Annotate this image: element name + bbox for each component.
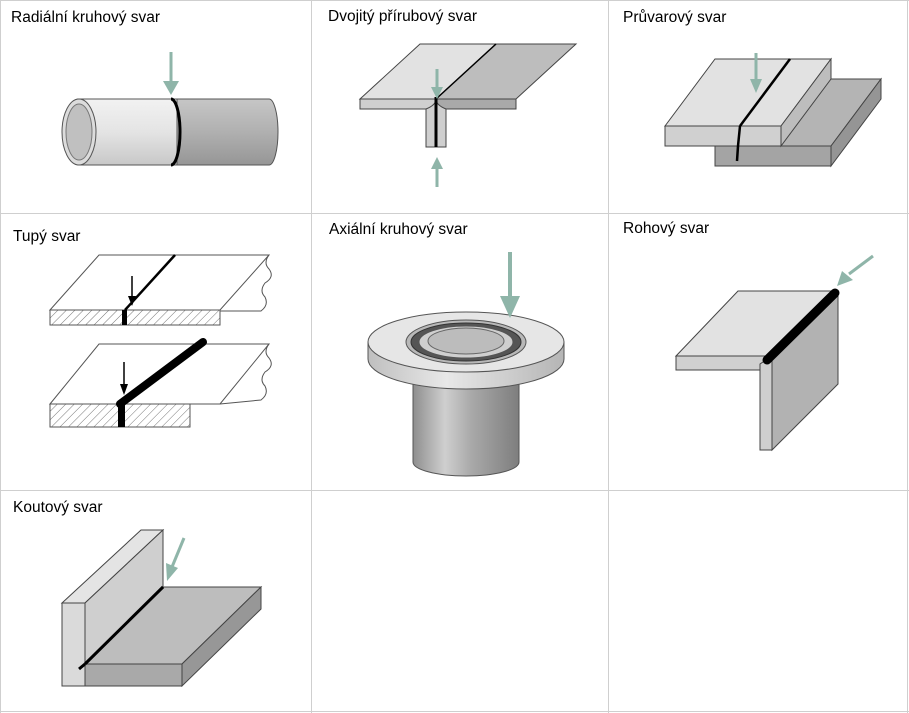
cell-axial-circular-weld: Axiální kruhový svar (312, 214, 608, 490)
cell-fillet-weld: Koutový svar (1, 491, 311, 711)
table-row-divider-2 (0, 490, 909, 491)
butt-weld-icon (48, 254, 272, 428)
table-col-divider-1 (311, 0, 312, 713)
table-border-left (0, 0, 1, 713)
corner-weld-icon (674, 254, 874, 452)
table-col-divider-2 (608, 0, 609, 713)
cell-title: Radiální kruhový svar (11, 9, 161, 26)
cell-double-flange-weld: Dvojitý přírubový svar (312, 1, 608, 213)
cell-title: Dvojitý přírubový svar (328, 8, 478, 25)
table-border-top (0, 0, 909, 1)
cell-title: Tupý svar (13, 228, 81, 245)
cell-butt-weld: Tupý svar (1, 214, 311, 490)
cell-title: Axiální kruhový svar (329, 221, 468, 238)
penetration-weld-icon (664, 53, 882, 168)
table-border-right (907, 0, 908, 713)
axial-circular-weld-icon (367, 252, 565, 477)
cell-empty-1 (312, 491, 608, 711)
radial-circular-weld-icon (61, 52, 279, 167)
cell-title: Koutový svar (13, 499, 103, 516)
table-row-divider-1 (0, 213, 909, 214)
cell-radial-circular-weld: Radiální kruhový svar (1, 1, 311, 213)
cell-corner-weld: Rohový svar (609, 214, 907, 490)
cell-title: Rohový svar (623, 220, 710, 237)
fillet-weld-icon (60, 528, 263, 688)
table-border-bottom (0, 711, 909, 712)
double-flange-weld-icon (358, 43, 578, 187)
cell-penetration-weld: Průvarový svar (609, 1, 907, 213)
cell-title: Průvarový svar (623, 9, 727, 26)
cell-empty-2 (609, 491, 907, 711)
